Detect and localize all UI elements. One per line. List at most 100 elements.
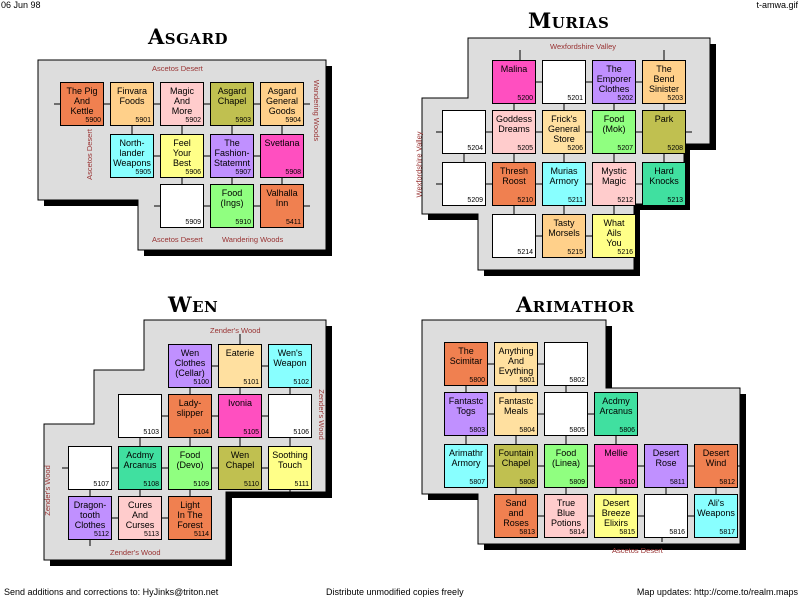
room-asgard-food-ings[interactable]: Food (Ings)5910 bbox=[210, 184, 254, 228]
room-arimathor-empty[interactable]: 5805 bbox=[544, 392, 588, 436]
room-label: Anything And Evything bbox=[498, 346, 534, 376]
room-murias-empty[interactable]: 5209 bbox=[442, 162, 486, 206]
room-label: Soothing Touch bbox=[272, 450, 308, 470]
room-number: 5816 bbox=[669, 529, 685, 536]
room-label: Desert Wind bbox=[702, 448, 730, 468]
room-number: 5906 bbox=[185, 169, 201, 176]
room-wen-lady-slipper[interactable]: Lady- slipper 5104 bbox=[168, 394, 212, 438]
room-arimathor-empty[interactable]: 5802 bbox=[544, 342, 588, 386]
room-murias-thresh-roost[interactable]: Thresh Roost 5210 bbox=[492, 162, 536, 206]
room-number: 5210 bbox=[517, 197, 533, 204]
room-label: Food (Ings) bbox=[220, 188, 244, 208]
room-label: Asgard Chapel bbox=[217, 86, 247, 106]
room-arimathor-desert-wind[interactable]: Desert Wind 5812 bbox=[694, 444, 738, 488]
room-label bbox=[69, 447, 111, 450]
room-murias-empty[interactable]: 5204 bbox=[442, 110, 486, 154]
room-number: 5202 bbox=[617, 95, 633, 102]
map-title-murias: Murias bbox=[528, 8, 610, 33]
room-label: Thresh Roost bbox=[499, 166, 528, 186]
wen-label-south: Zender's Wood bbox=[110, 548, 161, 557]
arimathor-label-south: Ascetos Desert bbox=[612, 546, 663, 555]
room-label: Murias Armory bbox=[549, 166, 579, 186]
room-label: Lady- slipper bbox=[176, 398, 204, 418]
room-number: 5904 bbox=[285, 117, 301, 124]
room-label: The Pig And Kettle bbox=[66, 86, 98, 116]
room-wen-empty[interactable]: 5103 bbox=[118, 394, 162, 438]
room-wen-wen-clothes-cellar[interactable]: Wen Clothes (Cellar)5100 bbox=[168, 344, 212, 388]
room-number: 5104 bbox=[193, 429, 209, 436]
room-arimathor-food-linea[interactable]: Food (Linea)5809 bbox=[544, 444, 588, 488]
room-label: Hard Knocks bbox=[649, 166, 679, 186]
room-number: 5209 bbox=[467, 197, 483, 204]
room-murias-mystic-magic[interactable]: Mystic Magic 5212 bbox=[592, 162, 636, 206]
room-label: Mystic Magic bbox=[601, 166, 627, 186]
room-label: Fantastc Meals bbox=[498, 396, 534, 416]
room-number: 5802 bbox=[569, 377, 585, 384]
room-asgard-empty[interactable]: 5909 bbox=[160, 184, 204, 228]
room-murias-food-mok[interactable]: Food (Mok)5207 bbox=[592, 110, 636, 154]
room-number: 5102 bbox=[293, 379, 309, 386]
room-number: 5811 bbox=[669, 479, 685, 486]
room-number: 5211 bbox=[567, 197, 583, 204]
room-arimathor-empty[interactable]: 5816 bbox=[644, 494, 688, 538]
room-arimathor-fantastc-meals[interactable]: Fantastc Meals 5804 bbox=[494, 392, 538, 436]
room-number: 5804 bbox=[519, 427, 535, 434]
room-murias-empty[interactable]: 5214 bbox=[492, 214, 536, 258]
room-number: 5808 bbox=[519, 479, 535, 486]
room-murias-empty[interactable]: 5201 bbox=[542, 60, 586, 104]
room-number: 5201 bbox=[567, 95, 583, 102]
room-murias-murias-armory[interactable]: Murias Armory 5211 bbox=[542, 162, 586, 206]
map-title-asgard: Asgard bbox=[148, 24, 229, 49]
room-number: 5212 bbox=[617, 197, 633, 204]
room-wen-empty[interactable]: 5106 bbox=[268, 394, 312, 438]
room-wen-empty[interactable]: 5107 bbox=[68, 446, 112, 490]
room-number: 5812 bbox=[719, 479, 735, 486]
room-number: 5207 bbox=[617, 145, 633, 152]
room-label: Eaterie bbox=[225, 348, 255, 358]
asgard-label-north: Ascetos Desert bbox=[152, 64, 203, 73]
room-label: The Fashion- Statemnt bbox=[213, 138, 251, 168]
room-label: Fantastc Togs bbox=[448, 396, 484, 416]
room-wen-food-devo[interactable]: Food (Devo)5109 bbox=[168, 446, 212, 490]
